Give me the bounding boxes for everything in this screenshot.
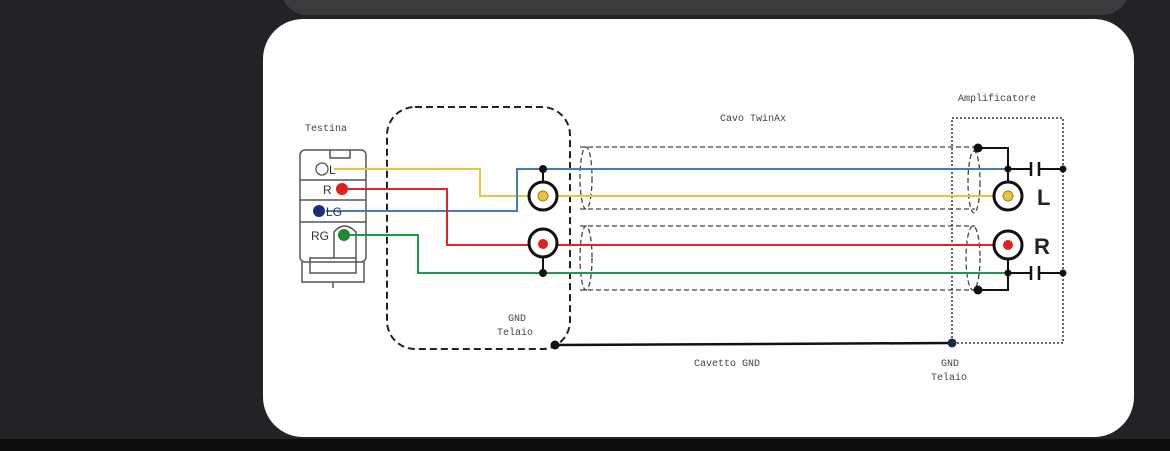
cartridge-label: Testina: [305, 123, 347, 135]
pin-r-label: R: [323, 183, 332, 197]
output-right-label: R: [1034, 234, 1050, 259]
pin-l-icon: [315, 162, 329, 176]
wire-right: [342, 188, 1006, 246]
gnd-cable-label: Cavetto GND: [694, 359, 760, 370]
wire-left-ground: [326, 168, 1008, 212]
pin-lg-icon: [313, 205, 325, 217]
nodes: [947, 143, 1067, 348]
headshell-box: [386, 106, 571, 350]
gnd-right-label: GND: [941, 359, 959, 370]
output-left-label: L: [1037, 185, 1050, 210]
gnd-left-label: GND: [508, 314, 526, 325]
previous-message-bubble: [280, 0, 1130, 15]
wire-right-ground: [344, 234, 1008, 274]
gnd-cable: [554, 341, 953, 347]
left-output-dot: [1002, 190, 1014, 202]
pin-rg-label: RG: [311, 229, 329, 243]
pin-lg-label: LG: [326, 205, 342, 219]
pin-r-icon: [336, 183, 348, 195]
amplifier-label: Amplificatore: [958, 93, 1036, 105]
pin-rg-icon: [338, 229, 350, 241]
image-message-card[interactable]: [263, 19, 1134, 437]
wire-left: [334, 168, 1006, 197]
left-rca-connectors: [527, 165, 560, 350]
cartridge: [299, 149, 367, 288]
bottom-bar: [0, 439, 1170, 451]
telaio-right-label: Telaio: [931, 372, 967, 384]
right-output-dot: [1003, 240, 1013, 250]
pin-l-label: L: [329, 163, 336, 177]
telaio-left-label: Telaio: [497, 327, 533, 339]
twinax-shields: [579, 146, 981, 291]
cable-label: Cavo TwinAx: [720, 113, 786, 125]
